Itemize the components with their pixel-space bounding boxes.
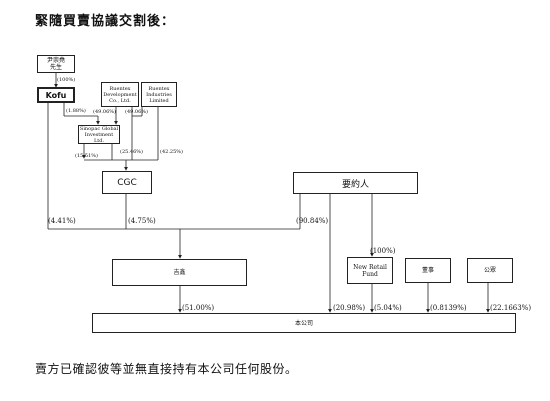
pct-kofu-side: (1.88%) [66, 108, 86, 114]
entity-public: 公眾 [467, 258, 513, 283]
entity-ruentex-industries: Ruentex Industries Limited [141, 82, 177, 107]
pct-cgc-to-jixin: (4.75%) [128, 217, 156, 225]
pct-offeror-to-nrf: (100%) [370, 247, 396, 255]
pct-offeror-to-jixin: (90.84%) [296, 217, 329, 225]
entity-ruentex-development: Ruentex Development Co., Ltd. [101, 82, 139, 107]
pct-kofu-to-jixin: (4.41%) [48, 217, 76, 225]
pct-yin-to-kofu: (100%) [57, 77, 76, 83]
pct-ruentex-ind-to-sinopac: (49.06%) [125, 109, 148, 115]
pct-public-to-company: (22.1663%) [490, 304, 532, 312]
entity-offeror: 要約人 [293, 172, 418, 194]
entity-directors: 董事 [405, 258, 451, 283]
entity-mr-yin: 尹崇堯 先生 [37, 55, 75, 73]
entity-sinopac: Sinopac Global Investment Ltd. [78, 125, 120, 144]
page-title: 緊隨買賣協議交割後： [35, 14, 176, 29]
pct-sinopac-left: (15.51%) [75, 153, 98, 159]
pct-jixin-to-company: (51.00%) [182, 304, 215, 312]
pct-ruentex-ind-to-cgc: (42.25%) [160, 149, 183, 155]
footnote: 賣方已確認彼等並無直接持有本公司任何股份。 [35, 362, 298, 376]
pct-offeror-to-company: (20.98%) [333, 304, 366, 312]
pct-ruentex-dev-to-sinopac: (49.06%) [93, 109, 116, 115]
entity-cgc: CGC [102, 171, 152, 194]
entity-company: 本公司 [92, 313, 516, 333]
pct-sinopac-to-cgc: (25.46%) [120, 149, 143, 155]
entity-jixin: 吉鑫 [112, 259, 247, 286]
pct-nrf-to-company: (5.04%) [374, 304, 402, 312]
pct-directors-to-company: (0.8139%) [430, 304, 467, 312]
entity-new-retail-fund: New Retail Fund [347, 257, 393, 284]
entity-kofu: Kofu [37, 87, 75, 103]
